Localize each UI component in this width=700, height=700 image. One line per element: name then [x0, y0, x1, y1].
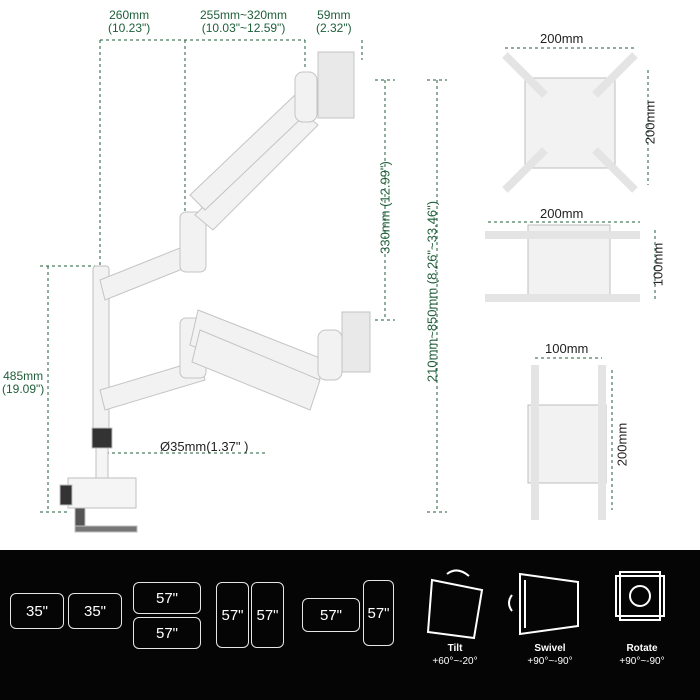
pole [59, 265, 138, 533]
upper-arm [99, 51, 355, 301]
config-mixed-landscape: 57" [302, 598, 360, 632]
lower-arm [99, 309, 371, 411]
dimension-lines [40, 39, 447, 513]
vesa-wide-height: 100mm [650, 242, 666, 287]
vesa-plates [485, 52, 640, 520]
motion-icons [426, 569, 665, 640]
vesa-dimension-lines [488, 47, 656, 510]
motion-tilt: Tilt+60°~-20° [432, 643, 478, 667]
product-diagram: 260mm(10.23") 255mm~320mm(10.03"~12.59")… [2, 8, 666, 533]
vesa-wide-width: 200mm [540, 206, 584, 221]
config-side-b: 35" [68, 593, 122, 629]
config-portrait-a: 57" [216, 582, 249, 648]
config-portrait-b: 57" [251, 582, 284, 648]
rotate-icon [615, 571, 665, 621]
config-stack-bottom: 57" [133, 617, 201, 649]
arm-vertical-label: 330mm (12.99") [377, 161, 393, 254]
height-range-label: 210mm~850mm (8.26"~33.46") [424, 200, 440, 383]
reach-total-label: 260mm(10.23") [108, 8, 151, 35]
swivel-icon [508, 572, 579, 636]
plate-width-label: 59mm(2.32") [316, 8, 352, 35]
pole-height-label: 485mm(19.09") [2, 369, 45, 396]
configuration-bar: 35" 35" 57" 57" 57" 57" 57" 57" Tilt+60°… [0, 550, 700, 700]
pole-diameter-label: Ø35mm(1.37" ) [160, 439, 249, 454]
vesa-square-height: 200mm [642, 100, 658, 145]
vesa-square-width: 200mm [540, 31, 584, 46]
config-side-a: 35" [10, 593, 64, 629]
vesa-tall-height: 200mm [614, 422, 630, 467]
config-stack-top: 57" [133, 582, 201, 614]
config-mixed-portrait: 57" [363, 580, 394, 646]
tilt-icon [426, 569, 484, 640]
motion-swivel: Swivel+90°~-90° [527, 643, 573, 667]
vesa-tall-width: 100mm [545, 341, 589, 356]
motion-rotate: Rotate+90°~-90° [619, 643, 665, 667]
arm-drawing [40, 39, 656, 533]
arm-length-label: 255mm~320mm(10.03"~12.59") [200, 8, 288, 35]
